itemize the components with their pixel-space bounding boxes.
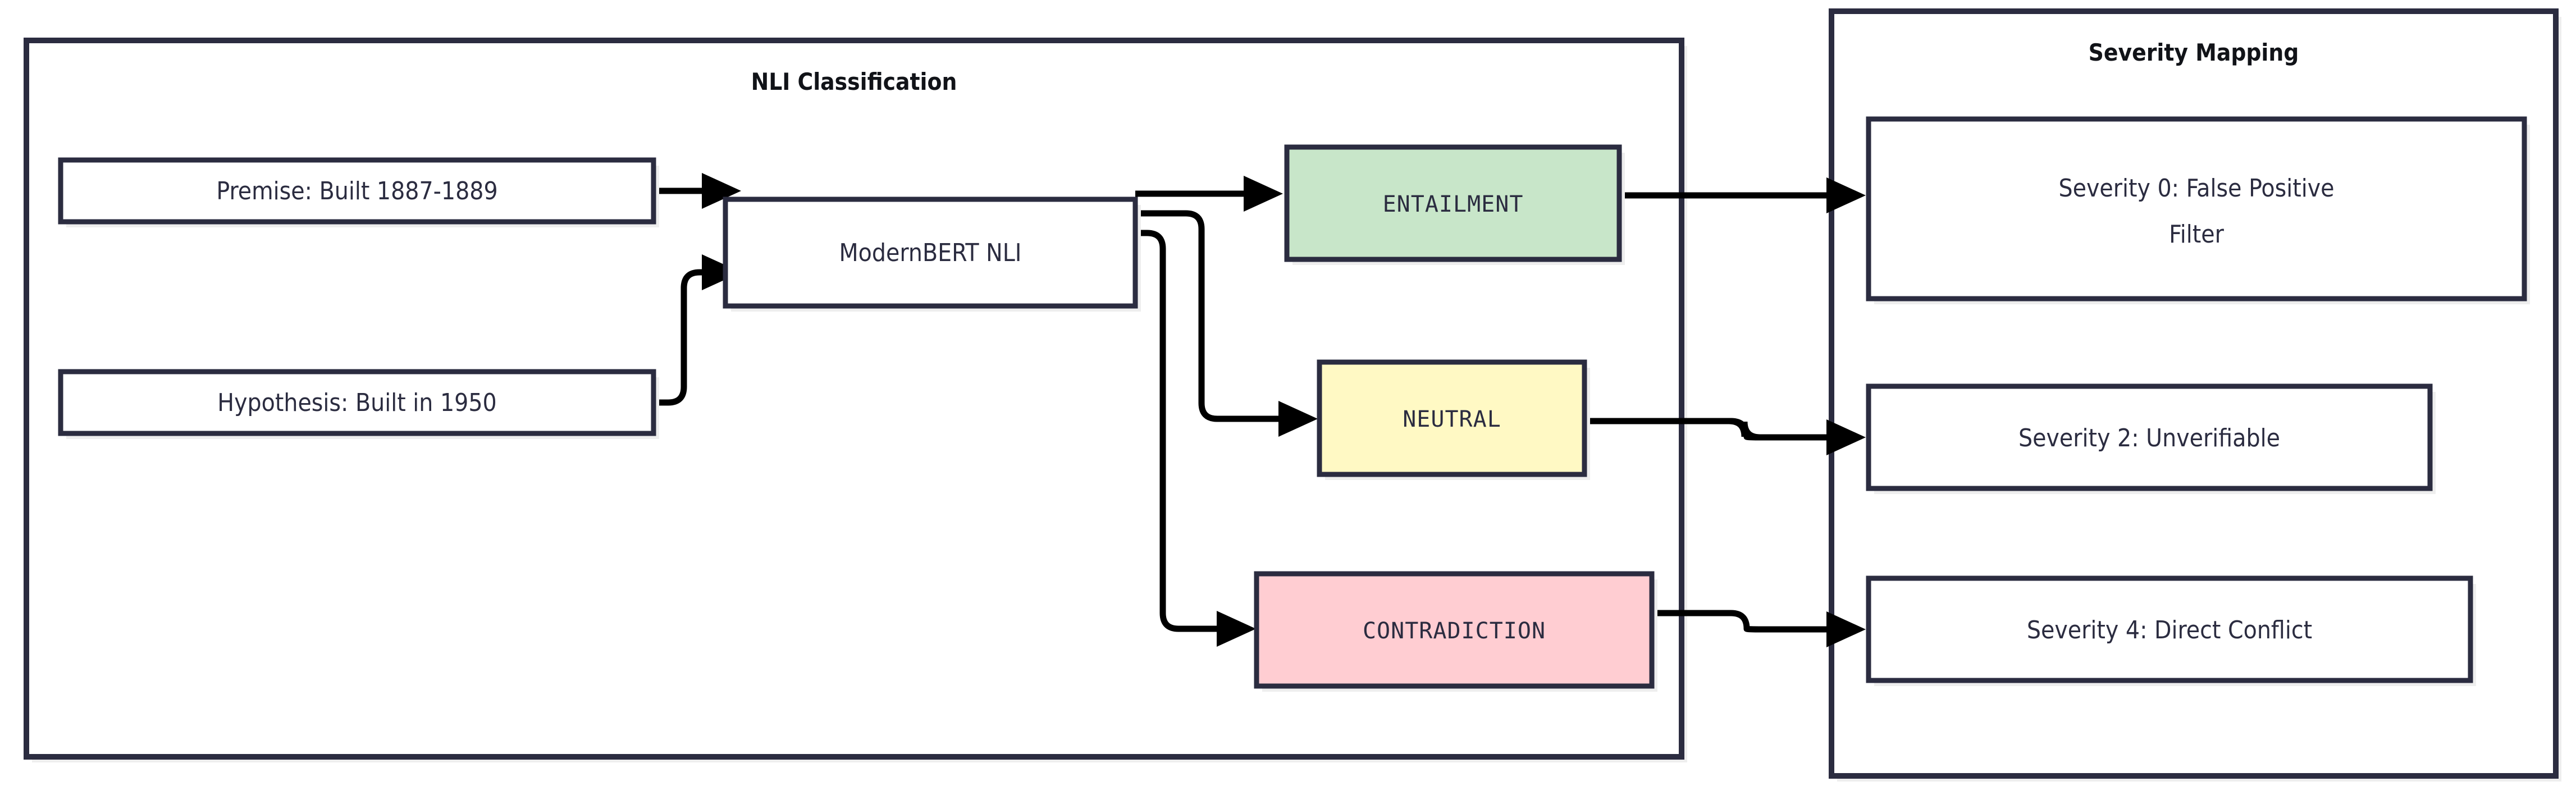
cluster-title-severity: Severity Mapping [2089,39,2299,66]
edge-contradiction-to-severity-4 [1652,610,1866,647]
node-severity-2[interactable]: Severity 2: Unverifiable [1866,383,2436,494]
node-label-premise: Premise: Built 1887-1889 [216,177,497,205]
node-label-hypothesis: Hypothesis: Built in 1950 [217,389,496,417]
edge-premise-to-modernbert [654,173,741,209]
node-rect-neutral[interactable] [1317,359,1587,477]
node-contradiction[interactable]: CONTRADICTION [1254,571,1657,692]
node-label-contradiction: CONTRADICTION [1363,618,1546,644]
node-rect-hypothesis[interactable] [58,369,656,436]
node-layer: Premise: Built 1887-1889 Hypothesis: Bui… [58,116,2530,692]
edge-entailment-to-severity-0 [1619,177,1866,213]
node-rect-severity-2[interactable] [1866,383,2433,491]
node-rect-contradiction[interactable] [1254,571,1655,689]
node-severity-4[interactable]: Severity 4: Direct Conflict [1866,575,2476,686]
edge-neutral-to-severity-2 [1584,418,1866,455]
edge-modernbert-to-entailment [1135,176,1283,212]
node-label-severity-2: Severity 2: Unverifiable [2018,424,2280,453]
node-severity-0[interactable]: Severity 0: False Positive Filter [1866,116,2530,304]
node-rect-severity-4[interactable] [1866,575,2473,683]
node-premise[interactable]: Premise: Built 1887-1889 [58,157,659,227]
node-rect-premise[interactable] [58,157,656,225]
edge-hypothesis-to-modernbert [654,254,741,406]
edge-modernbert-to-neutral [1135,210,1318,437]
node-rect-severity-0[interactable] [1866,116,2527,301]
node-label-severity-0-line2: Filter [2169,220,2224,249]
node-entailment[interactable]: ENTAILMENT [1284,144,1625,265]
node-rect-entailment[interactable] [1284,144,1622,262]
node-modernbert[interactable]: ModernBERT NLI [723,196,1141,312]
edge-layer [654,173,1866,647]
node-neutral[interactable]: NEUTRAL [1317,359,1590,480]
cluster-title-nli: NLI Classification [751,68,957,95]
node-label-neutral: NEUTRAL [1403,406,1501,432]
node-label-severity-0-line1: Severity 0: False Positive [2058,174,2334,203]
node-hypothesis[interactable]: Hypothesis: Built in 1950 [58,369,659,439]
node-label-entailment: ENTAILMENT [1383,191,1524,217]
edge-modernbert-to-contradiction [1135,230,1256,647]
node-label-severity-4: Severity 4: Direct Conflict [2027,616,2312,645]
node-label-modernbert: ModernBERT NLI [839,239,1022,267]
node-rect-modernbert[interactable] [723,196,1138,309]
